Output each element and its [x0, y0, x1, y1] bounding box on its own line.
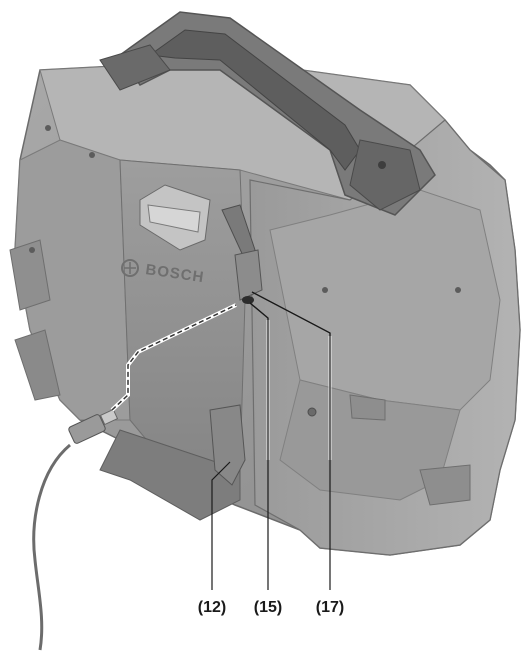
- callout-label-17: (17): [316, 599, 344, 616]
- usb-port: [242, 296, 254, 304]
- carry-handle: [99, 11, 436, 216]
- callout-label-12: (12): [198, 599, 226, 616]
- usb-cable: [32, 408, 119, 651]
- callout-label-15: (15): [254, 599, 282, 616]
- device-body: [9, 59, 521, 556]
- foot-bracket: [209, 404, 246, 486]
- leader-line-12: [211, 461, 231, 590]
- usb-plug: [68, 414, 106, 444]
- battery-latch: [139, 184, 211, 251]
- usb-port-assembly: [221, 204, 263, 304]
